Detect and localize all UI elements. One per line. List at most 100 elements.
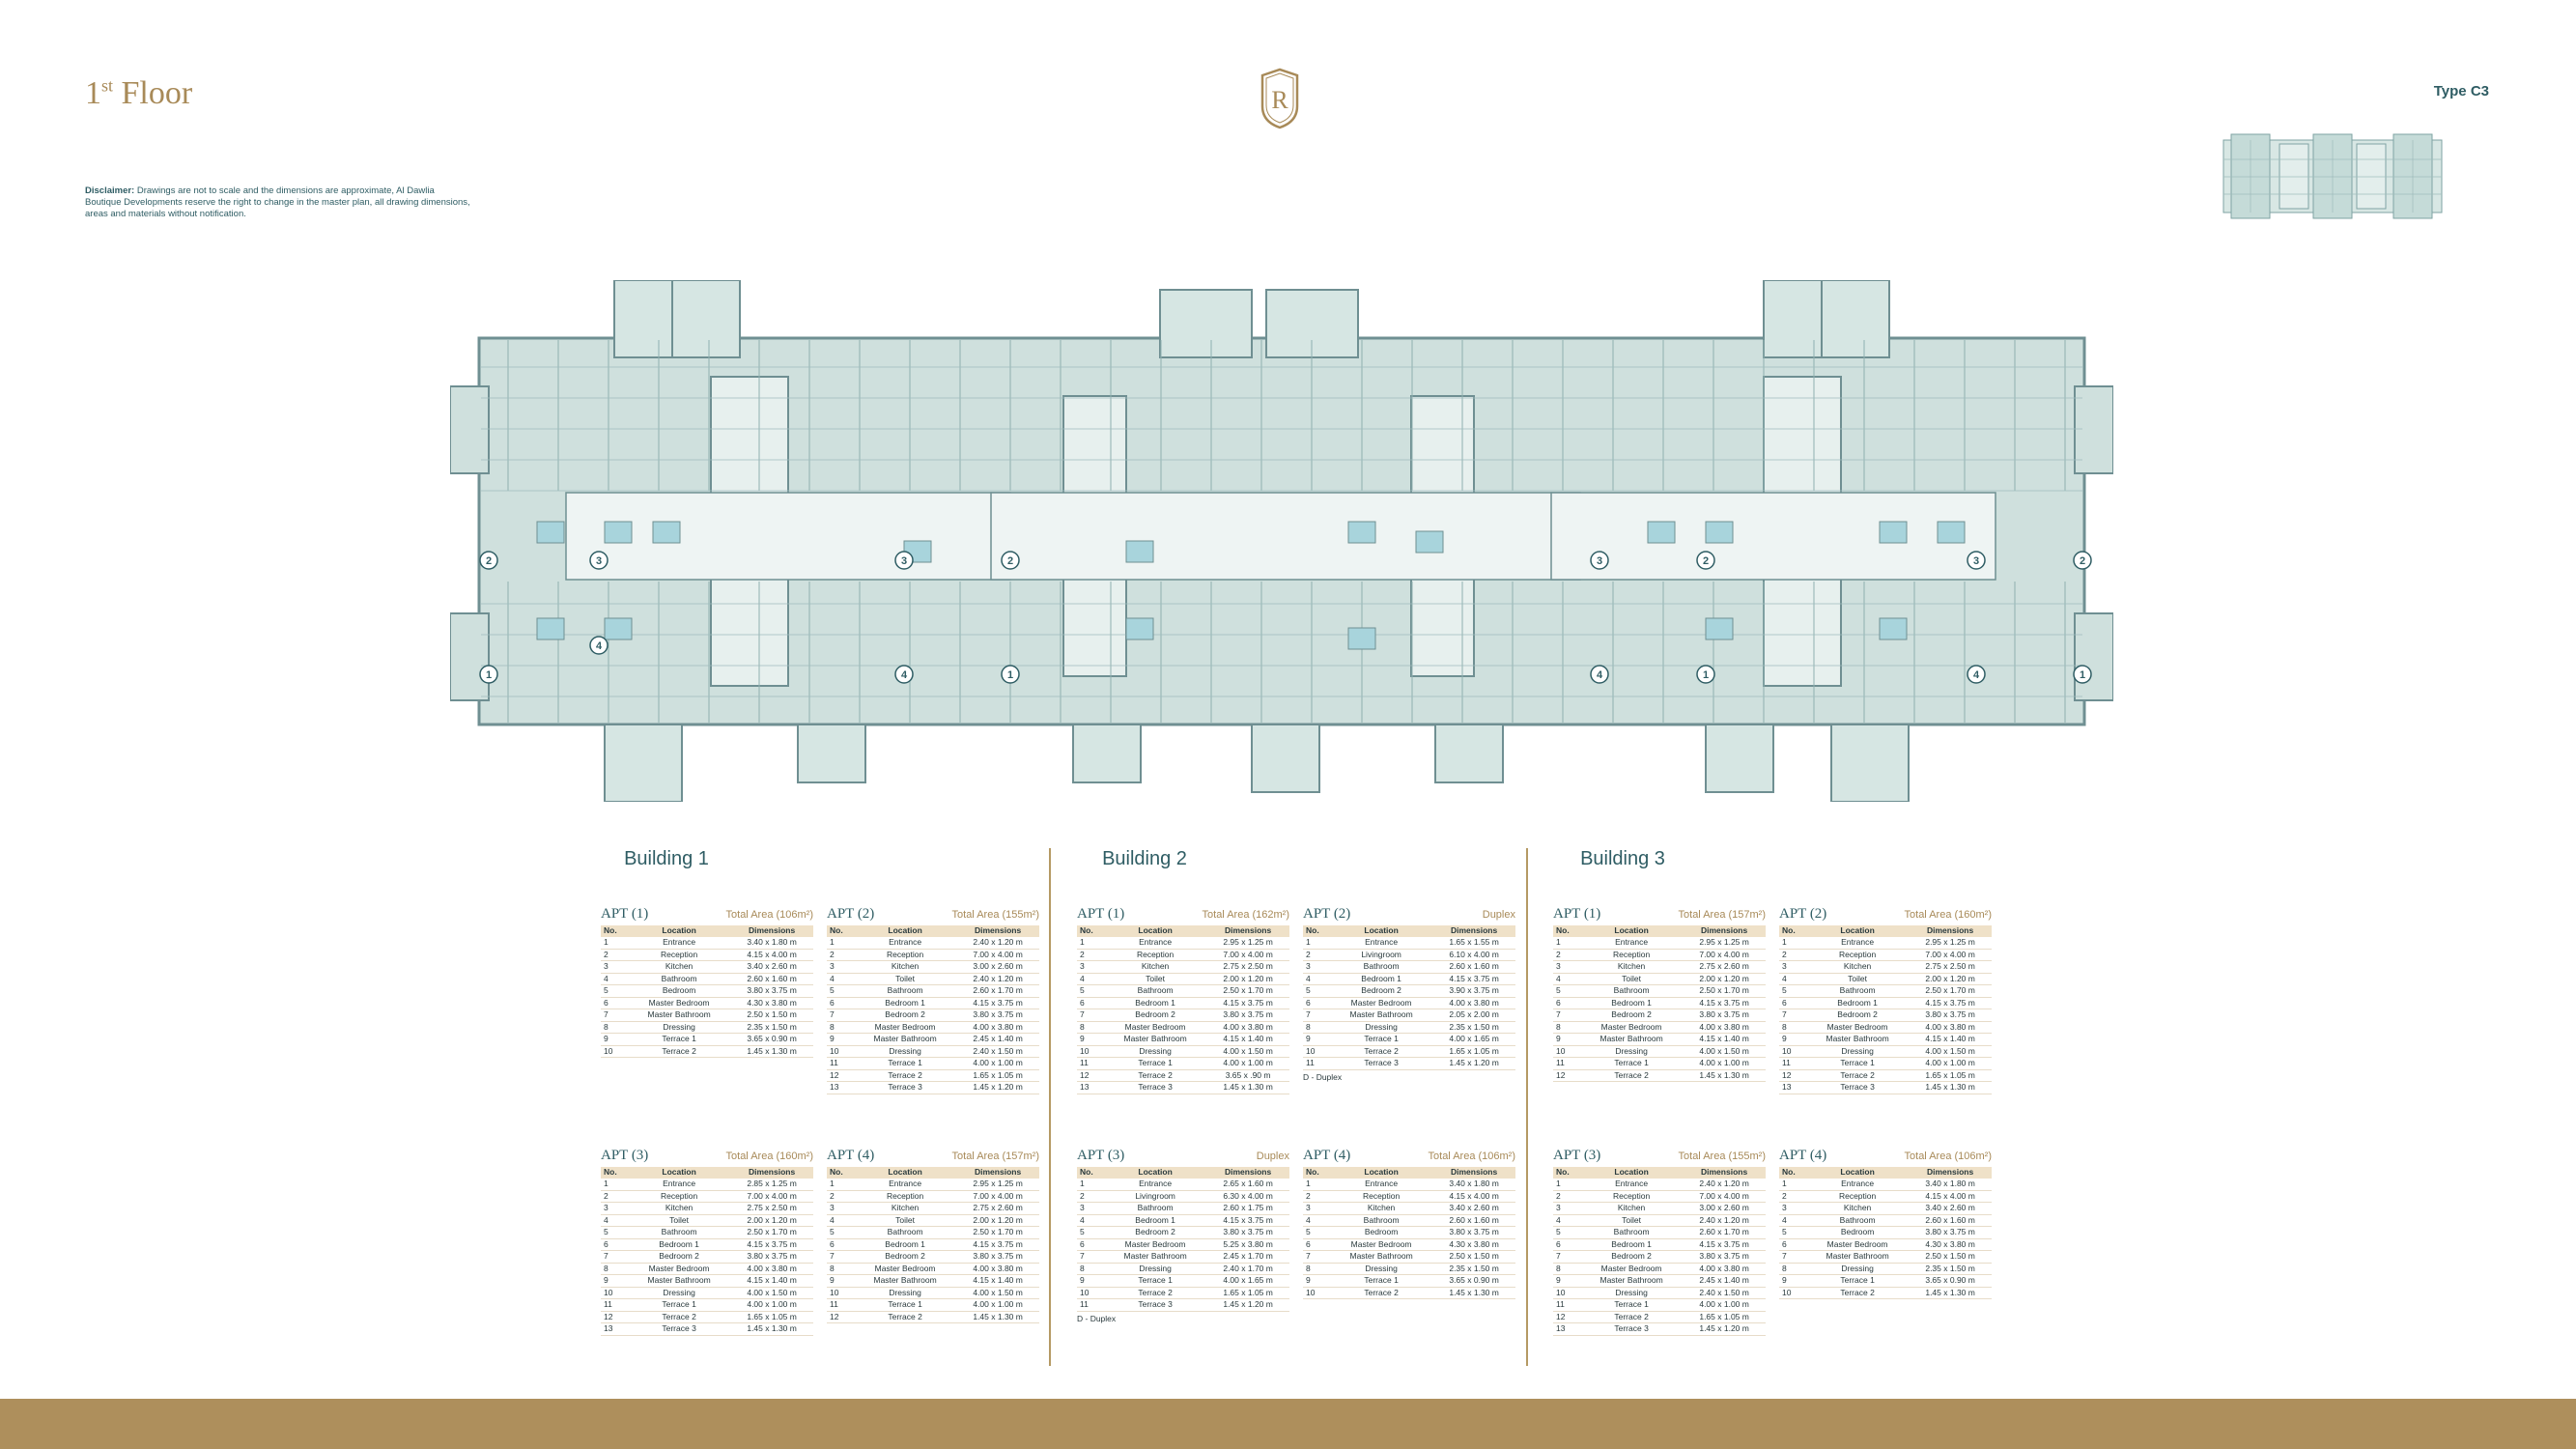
table-cell: 5	[1303, 1226, 1330, 1239]
table-cell: 6	[1077, 1238, 1104, 1251]
apartment-note: D - Duplex	[1077, 1313, 1117, 1323]
table-cell: 2	[601, 1190, 628, 1203]
table-cell: 4.00 x 1.50 m	[1683, 1045, 1766, 1058]
svg-text:1: 1	[1007, 669, 1013, 681]
table-cell: Terrace 2	[1104, 1287, 1207, 1299]
table-cell: 13	[1779, 1081, 1806, 1094]
table-cell: Bathroom	[1806, 984, 1910, 998]
table-cell: 3.00 x 2.60 m	[1683, 1202, 1766, 1215]
table-cell: Master Bedroom	[1806, 1021, 1910, 1034]
table-header: Dimensions	[730, 1167, 813, 1179]
table-cell: 2.40 x 1.20 m	[1683, 1179, 1766, 1191]
table-cell: 4.00 x 1.50 m	[1206, 1045, 1289, 1058]
table-cell: 2.05 x 2.00 m	[1432, 1009, 1515, 1022]
table-cell: Terrace 3	[1104, 1298, 1207, 1312]
table-cell: Kitchen	[1806, 960, 1910, 974]
table-cell: 4.15 x 3.75 m	[1206, 1214, 1289, 1227]
terrace-block	[1072, 724, 1142, 783]
table-header: No.	[601, 1167, 628, 1179]
bathroom-tile	[1937, 521, 1966, 544]
table-header: Dimensions	[1432, 1167, 1515, 1179]
apartment-name: APT (3)	[1553, 1148, 1601, 1163]
apartment-area: Total Area (106m²)	[1904, 1151, 1992, 1162]
column-divider	[1526, 848, 1528, 1366]
table-cell: Entrance	[1330, 937, 1433, 950]
table-cell: 6	[1077, 997, 1104, 1009]
table-cell: 5.25 x 3.80 m	[1206, 1238, 1289, 1251]
table-cell: 9	[1553, 1274, 1580, 1288]
type-label: Type C3	[2433, 83, 2489, 99]
table-header: No.	[1553, 1167, 1580, 1179]
table-cell: 12	[1779, 1069, 1806, 1082]
table-cell: Entrance	[1806, 1179, 1910, 1191]
table-cell: Terrace 1	[628, 1298, 731, 1312]
apartment-header: APT (4)Total Area (106m²)	[1779, 1148, 1992, 1167]
table-cell: Dressing	[1806, 1045, 1910, 1058]
unit-marker: 2	[1696, 551, 1715, 570]
table-cell: 4.00 x 3.80 m	[956, 1263, 1039, 1275]
table-cell: Livingroom	[1330, 949, 1433, 961]
table-cell: 13	[1553, 1322, 1580, 1336]
table-header: Dimensions	[956, 925, 1039, 937]
table-header: Dimensions	[1909, 925, 1992, 937]
table-header: No.	[827, 1167, 854, 1179]
table-cell: 5	[827, 984, 854, 998]
table-cell: Bathroom	[1806, 1214, 1910, 1227]
table-cell: 4.00 x 1.00 m	[1206, 1057, 1289, 1070]
corridor	[990, 492, 1581, 581]
table-cell: Master Bathroom	[628, 1009, 731, 1022]
table-cell: 2.00 x 1.20 m	[730, 1214, 813, 1227]
table-cell: 1.65 x 1.05 m	[1683, 1311, 1766, 1323]
table-cell: 3.80 x 3.75 m	[1206, 1009, 1289, 1022]
table-cell: Bedroom 2	[1104, 1009, 1207, 1022]
table-cell: 3.65 x 0.90 m	[730, 1033, 813, 1046]
table-header: Location	[628, 925, 731, 937]
table-cell: 10	[1077, 1287, 1104, 1299]
apartment-name: APT (3)	[1077, 1148, 1125, 1163]
apartment-name: APT (1)	[601, 906, 649, 922]
svg-text:2: 2	[486, 555, 492, 567]
building-title: Building 3	[1580, 848, 1665, 869]
table-cell: 2.75 x 2.60 m	[1683, 960, 1766, 974]
svg-text:3: 3	[901, 555, 907, 567]
table-cell: 3.40 x 2.60 m	[1432, 1202, 1515, 1215]
table-cell: 3.40 x 2.60 m	[1909, 1202, 1992, 1215]
table-cell: Terrace 2	[628, 1311, 731, 1323]
table-cell: 4	[1779, 1214, 1806, 1227]
table-cell: Dressing	[628, 1287, 731, 1299]
table-cell: Kitchen	[854, 960, 957, 974]
table-cell: 9	[827, 1033, 854, 1046]
table-cell: 7	[1077, 1009, 1104, 1022]
table-cell: 2.60 x 1.60 m	[1432, 1214, 1515, 1227]
terrace-block	[1830, 724, 1910, 803]
side-bay	[2074, 385, 2114, 474]
table-cell: Toilet	[1580, 973, 1684, 985]
table-cell: 1.65 x 1.55 m	[1432, 937, 1515, 950]
table-cell: 8	[601, 1263, 628, 1275]
table-cell: Reception	[1806, 949, 1910, 961]
table-cell: 4.15 x 1.40 m	[730, 1274, 813, 1288]
table-cell: Bedroom 2	[1580, 1250, 1684, 1264]
table-cell: 3.80 x 3.75 m	[730, 984, 813, 998]
table-cell: Kitchen	[1330, 1202, 1433, 1215]
